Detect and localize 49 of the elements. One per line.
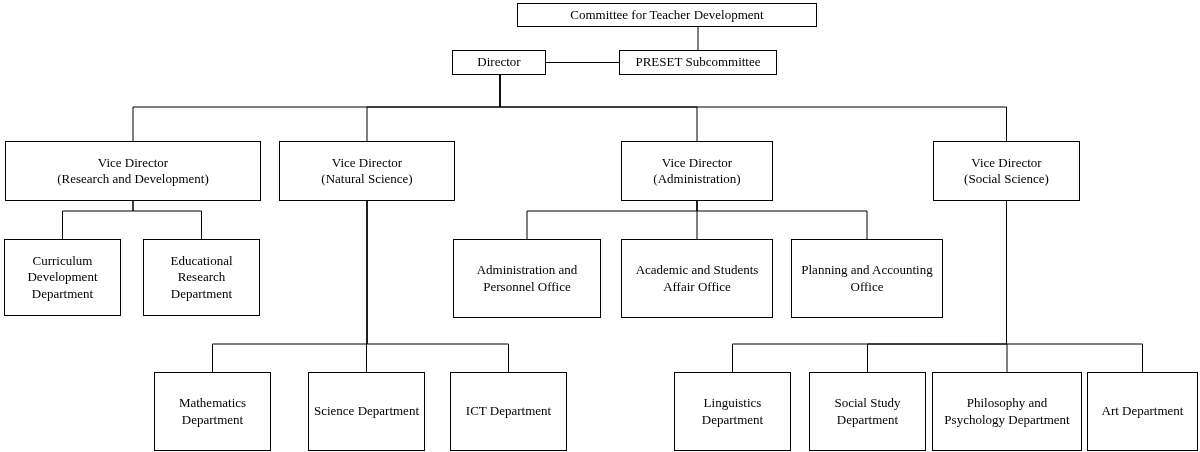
org-box — [809, 372, 926, 451]
box-label: Academic and Students Affair Office — [634, 262, 760, 295]
box-label: Curriculum Development Department — [26, 253, 99, 302]
box-label: Planning and Accounting Office — [800, 262, 934, 295]
box-label: Art Department — [1101, 403, 1184, 420]
box-label: PRESET Subcommittee — [635, 54, 761, 71]
org-box — [517, 3, 817, 27]
box-label: Philosophy and Psychology Department — [943, 395, 1071, 428]
box-label: (Research and Development) — [57, 171, 209, 188]
box-label: (Natural Science) — [321, 171, 413, 188]
connector-line — [696, 200, 868, 240]
box-label: Vice Director — [661, 154, 733, 171]
org-box — [1087, 372, 1198, 451]
org-box — [154, 372, 271, 451]
box-label: Vice Director — [97, 154, 169, 171]
org-box — [143, 239, 260, 316]
connector-line — [366, 200, 509, 373]
box-label: Committee for Teacher Development — [570, 6, 764, 24]
box-label: Vice Director — [331, 154, 403, 171]
org-box — [621, 239, 773, 318]
connector-line — [697, 26, 699, 51]
box-label: Educational Research Department — [169, 253, 234, 302]
org-box — [5, 141, 261, 201]
org-box — [450, 372, 567, 451]
box-label: (Administration) — [653, 171, 741, 188]
box-label: Mathematics Department — [177, 395, 248, 428]
box-label: Science Department — [313, 403, 419, 420]
org-box — [932, 372, 1082, 451]
connector-line — [545, 62, 620, 63]
org-box — [791, 239, 943, 318]
box-label: Social Study Department — [833, 395, 902, 428]
box-label: ICT Department — [465, 403, 552, 420]
org-box — [619, 50, 777, 75]
org-box — [933, 141, 1080, 201]
org-box — [308, 372, 425, 451]
org-box — [279, 141, 455, 201]
connector-line — [1006, 200, 1143, 373]
org-box — [452, 50, 546, 75]
box-label: Linguistics Department — [700, 395, 765, 428]
box-label: Director — [477, 54, 521, 71]
org-box — [453, 239, 601, 318]
org-box — [4, 239, 121, 316]
org-box — [621, 141, 773, 201]
box-label: Administration and Personnel Office — [475, 262, 579, 295]
box-label: (Social Science) — [964, 171, 1049, 188]
box-label: Vice Director — [971, 154, 1042, 171]
connector-line — [132, 200, 202, 240]
connector-line — [499, 74, 1007, 142]
org-box — [674, 372, 791, 451]
